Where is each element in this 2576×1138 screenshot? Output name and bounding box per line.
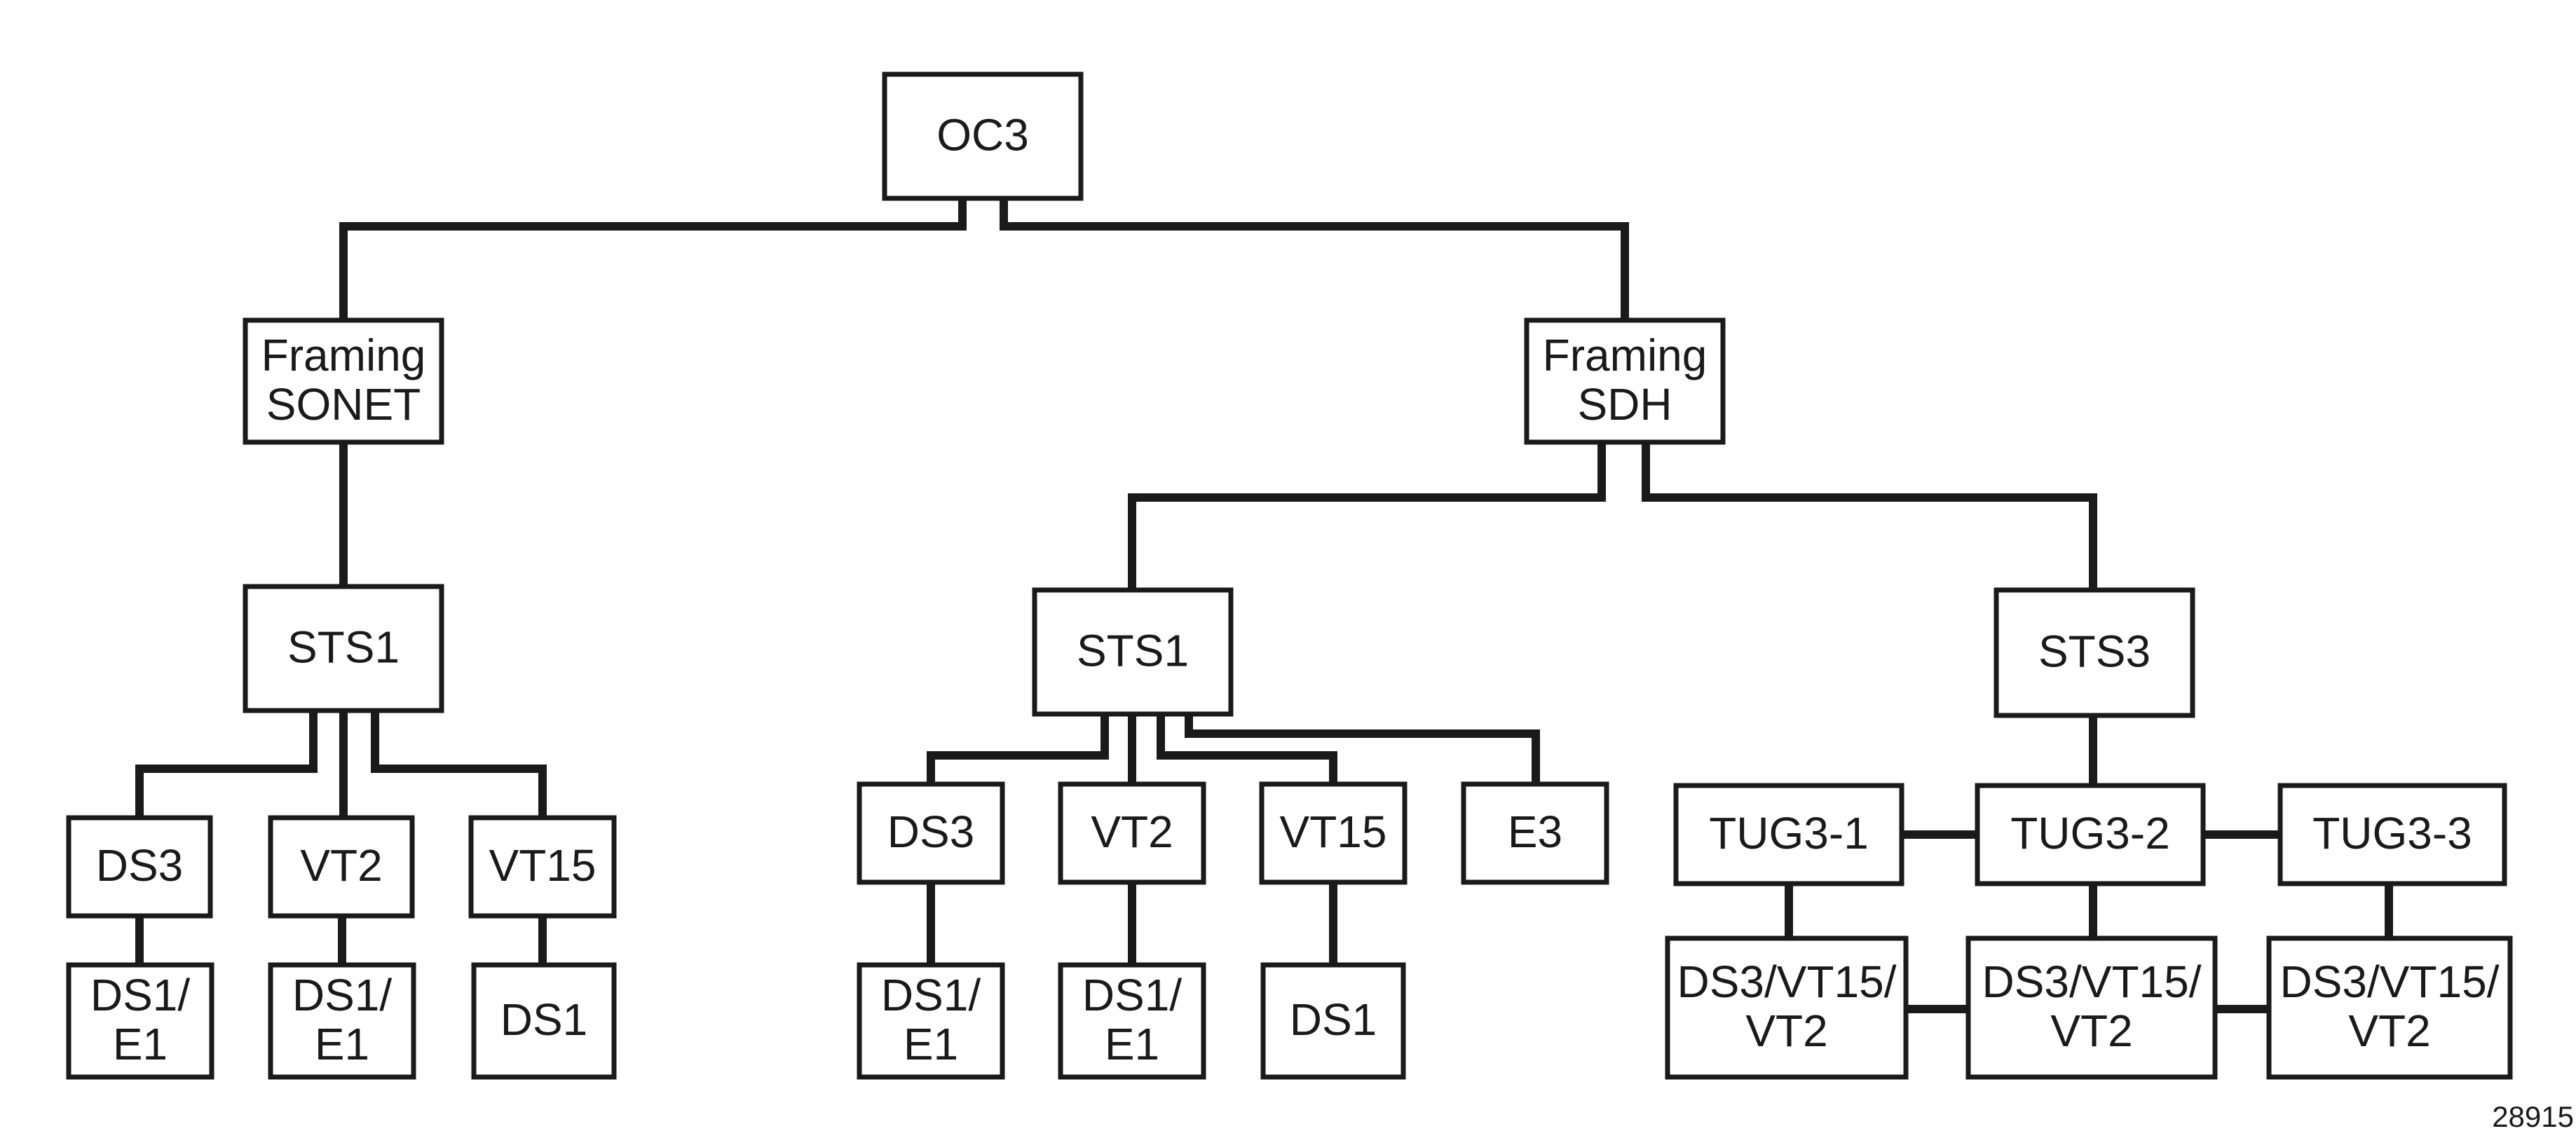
node-label: DS3/VT15/ (1677, 957, 1896, 1007)
node-sts1-sonet: STS1 (243, 584, 444, 713)
node-label: DS1/ (1082, 970, 1183, 1020)
node-label: SONET (266, 379, 421, 430)
node-label: STS1 (1077, 625, 1189, 676)
node-ds3-sdh: DS3 (857, 781, 1005, 885)
node-box (1058, 962, 1206, 1080)
edge-oc3-framing-sonet (339, 198, 967, 320)
node-label: TUG3-1 (1709, 808, 1869, 858)
node-label: DS3 (887, 807, 975, 857)
node-ds3-vt15-vt2-1: DS3/VT15/VT2 (1665, 935, 1909, 1080)
node-box (1665, 935, 1909, 1080)
node-box (1524, 317, 1726, 445)
node-tug3-3: TUG3-3 (2277, 783, 2507, 886)
node-label: VT2 (1745, 1006, 1827, 1056)
node-ds1-sdh: DS1 (1260, 962, 1406, 1080)
node-oc3: OC3 (882, 71, 1084, 201)
edge-sts1-ds3-b (927, 714, 1109, 784)
node-box (1032, 587, 1234, 717)
node-label: E1 (1105, 1019, 1159, 1069)
node-label: VT2 (2348, 1006, 2430, 1056)
figure-id: 28915 (2492, 1100, 2574, 1133)
node-box (66, 815, 213, 919)
node-ds1-sonet: DS1 (471, 962, 617, 1080)
node-ds1-e1-sdh-1: DS1/E1 (857, 962, 1005, 1080)
node-box (2277, 783, 2507, 886)
node-box (243, 317, 444, 445)
node-label: E1 (113, 1019, 168, 1069)
edge-sts1-vt15-a (371, 711, 547, 818)
node-label: VT2 (1091, 807, 1173, 857)
node-ds1-e1-sonet-2: DS1/E1 (268, 962, 416, 1080)
node-box (1461, 781, 1609, 885)
node-label: VT15 (1280, 807, 1387, 857)
node-label: Framing (261, 330, 426, 381)
node-tug3-1: TUG3-1 (1673, 783, 1904, 886)
node-label: Framing (1543, 330, 1708, 381)
node-label: DS1/ (90, 970, 191, 1020)
node-box (1260, 962, 1406, 1080)
edge-sts1-e3-b (1185, 714, 1540, 784)
edge-framing-sdh-sts1 (1128, 442, 1606, 590)
node-ds1-e1-sdh-2: DS1/E1 (1058, 962, 1206, 1080)
node-box (268, 815, 415, 919)
node-box (1994, 587, 2195, 718)
node-label: DS3/VT15/ (2279, 957, 2499, 1007)
node-box (1673, 783, 1904, 886)
edge-framing-sdh-sts3 (1642, 442, 2097, 590)
node-box (268, 962, 416, 1080)
node-vt15-sonet: VT15 (468, 815, 617, 919)
node-label: DS1/ (292, 970, 393, 1020)
node-label: SDH (1577, 379, 1672, 430)
node-box (1058, 781, 1206, 885)
node-label: TUG3-2 (2010, 808, 2170, 858)
node-box (882, 71, 1084, 201)
node-label: TUG3-3 (2312, 808, 2472, 858)
node-label: E1 (315, 1019, 369, 1069)
edge-sts1-vt15-b (1157, 714, 1337, 784)
node-label: VT2 (2050, 1006, 2132, 1056)
node-box (1965, 935, 2218, 1080)
node-box (471, 962, 617, 1080)
node-sts3: STS3 (1994, 587, 2195, 718)
node-ds3-sonet: DS3 (66, 815, 213, 919)
node-ds3-vt15-vt2-2: DS3/VT15/VT2 (1965, 935, 2218, 1080)
node-box (468, 815, 617, 919)
node-e3-sdh: E3 (1461, 781, 1609, 885)
node-box (66, 962, 214, 1080)
node-box (857, 962, 1005, 1080)
node-label: E3 (1508, 807, 1562, 857)
node-label: STS1 (287, 622, 400, 672)
node-vt15-sdh: VT15 (1259, 781, 1408, 885)
node-label: DS1 (1290, 994, 1377, 1045)
connector-lines (135, 198, 2393, 1013)
node-label: VT2 (300, 840, 382, 891)
node-label: E1 (904, 1019, 958, 1069)
edge-sts1-ds3-a (135, 711, 318, 818)
node-label: OC3 (936, 109, 1029, 160)
node-label: DS1/ (881, 970, 981, 1020)
node-label: DS1 (500, 994, 588, 1045)
node-box (243, 584, 444, 713)
node-label: DS3/VT15/ (1982, 957, 2201, 1007)
node-ds3-vt15-vt2-3: DS3/VT15/VT2 (2266, 935, 2513, 1080)
node-ds1-e1-sonet-1: DS1/E1 (66, 962, 214, 1080)
node-tug3-2: TUG3-2 (1975, 783, 2206, 886)
node-label: STS3 (2038, 626, 2151, 676)
node-sts1-sdh: STS1 (1032, 587, 1234, 717)
node-vt2-sdh: VT2 (1058, 781, 1206, 885)
edge-oc3-framing-sdh (1000, 198, 1629, 320)
node-box (857, 781, 1005, 885)
node-vt2-sonet: VT2 (268, 815, 415, 919)
node-label: DS3 (96, 840, 184, 891)
node-label: VT15 (489, 840, 597, 891)
node-box (2266, 935, 2513, 1080)
node-box (1259, 781, 1408, 885)
node-box (1975, 783, 2206, 886)
